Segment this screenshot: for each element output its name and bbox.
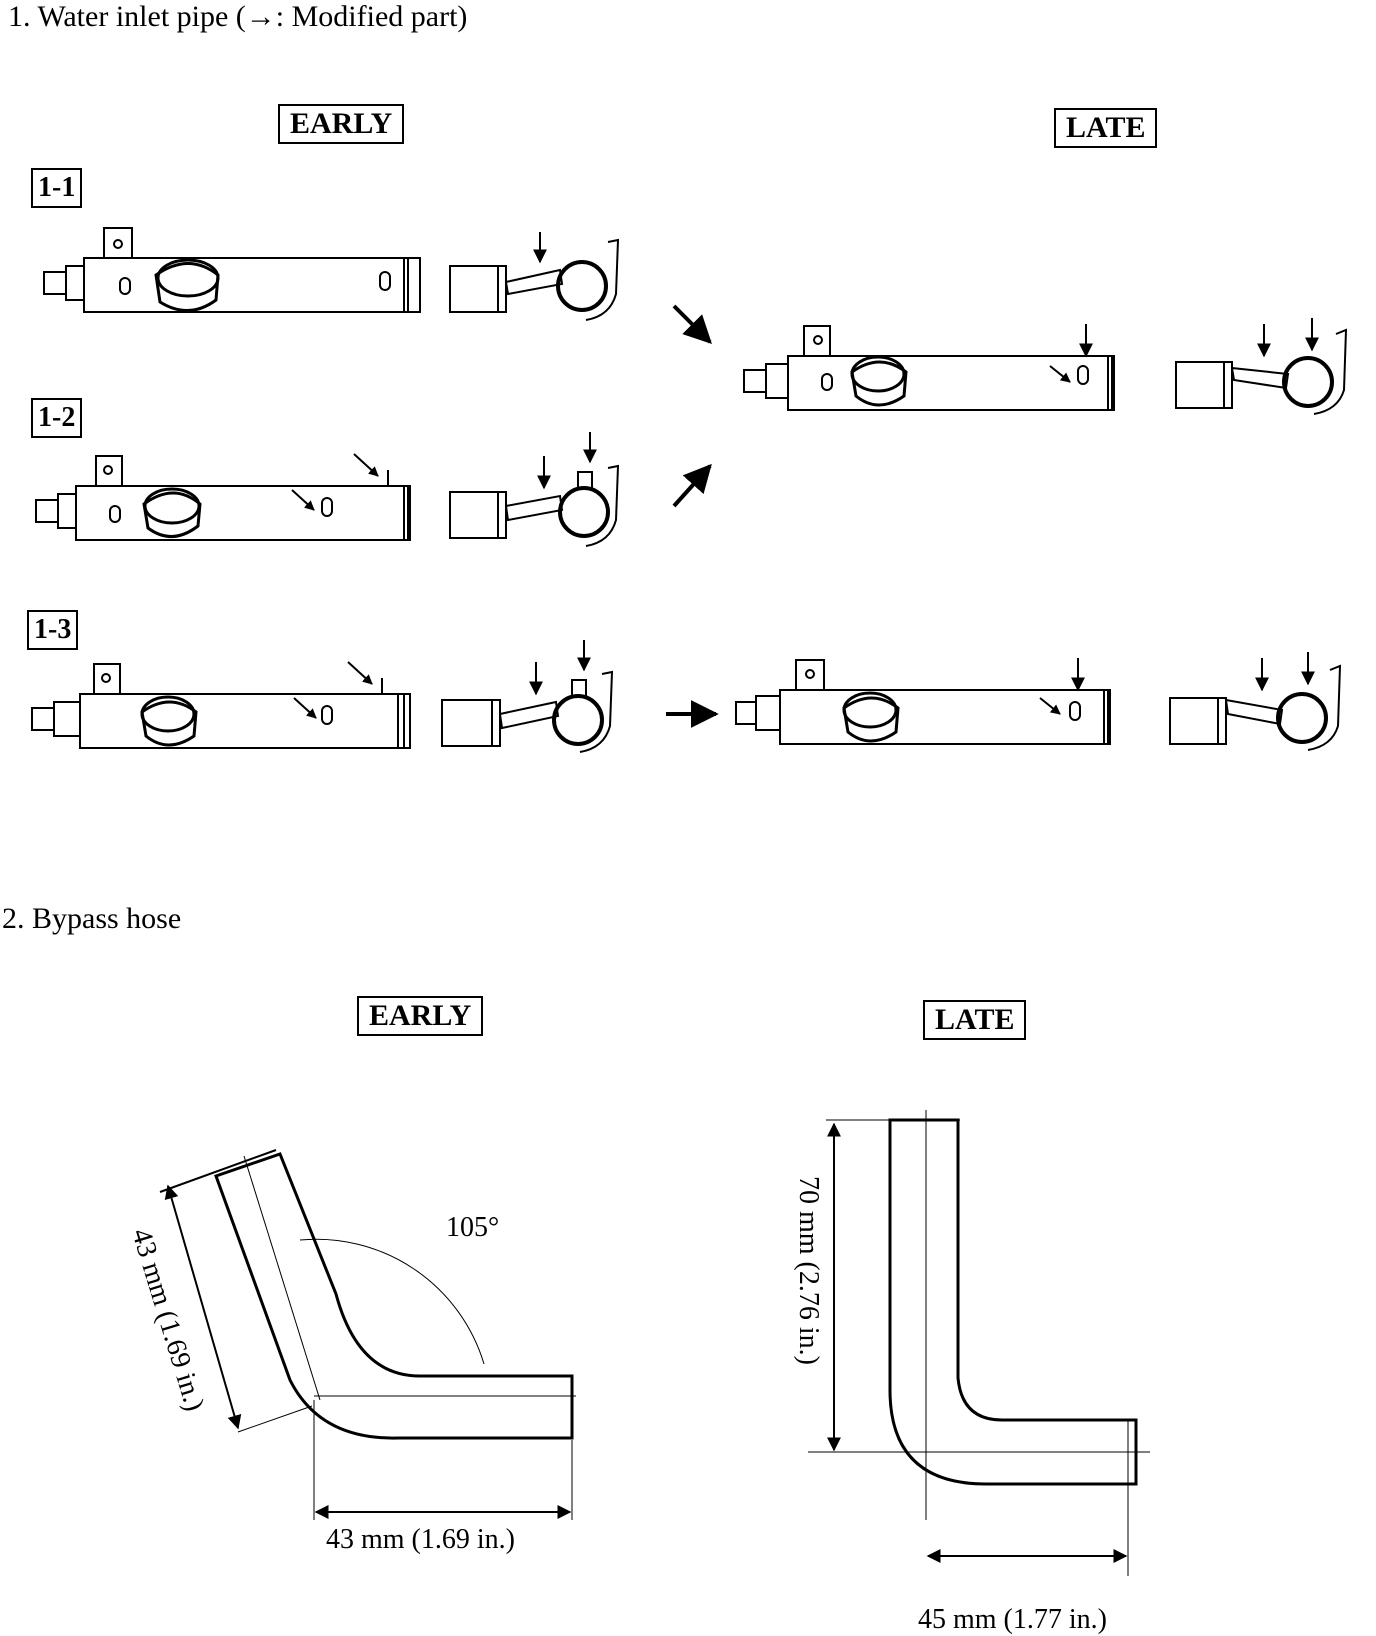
pipe-1-1-main xyxy=(43,227,421,313)
arrow-1-2-to-late xyxy=(672,463,712,508)
pipe-1-2-main xyxy=(35,453,411,541)
early-side-dimension: 43 mm (1.69 in.) xyxy=(125,1225,210,1415)
section2-early-label: EARLY xyxy=(357,996,484,1036)
section1-early-label: EARLY xyxy=(278,104,405,144)
pipe-late-upper-main xyxy=(743,324,1115,411)
variant-label-1-1: 1-1 xyxy=(31,168,83,208)
pipe-late-lower-main xyxy=(735,658,1111,745)
early-angle-label: 105° xyxy=(446,1212,499,1243)
section2-late-label: LATE xyxy=(923,1000,1027,1040)
pipe-1-3-main xyxy=(31,661,411,749)
bypass-hose-late xyxy=(808,1110,1150,1576)
bypass-hose-early xyxy=(159,1149,576,1520)
variant-label-1-2: 1-2 xyxy=(31,398,83,438)
section1-heading: 1. Water inlet pipe (→: Modified part) xyxy=(8,0,468,33)
arrow-1-1-to-late xyxy=(672,304,712,344)
section2-heading: 2. Bypass hose xyxy=(2,902,182,935)
late-side-dimension: 70 mm (2.76 in.) xyxy=(793,1176,824,1365)
pipe-1-3-side xyxy=(441,640,614,753)
pipe-late-upper-side xyxy=(1175,318,1348,415)
variant-label-1-3: 1-3 xyxy=(27,610,79,650)
section1-late-label: LATE xyxy=(1054,108,1158,148)
pipe-late-lower-side xyxy=(1169,652,1342,751)
early-bottom-dimension: 43 mm (1.69 in.) xyxy=(326,1524,515,1555)
pipe-1-2-side xyxy=(449,432,620,547)
pipe-1-1-side xyxy=(449,232,620,321)
late-bottom-dimension: 45 mm (1.77 in.) xyxy=(918,1604,1107,1635)
